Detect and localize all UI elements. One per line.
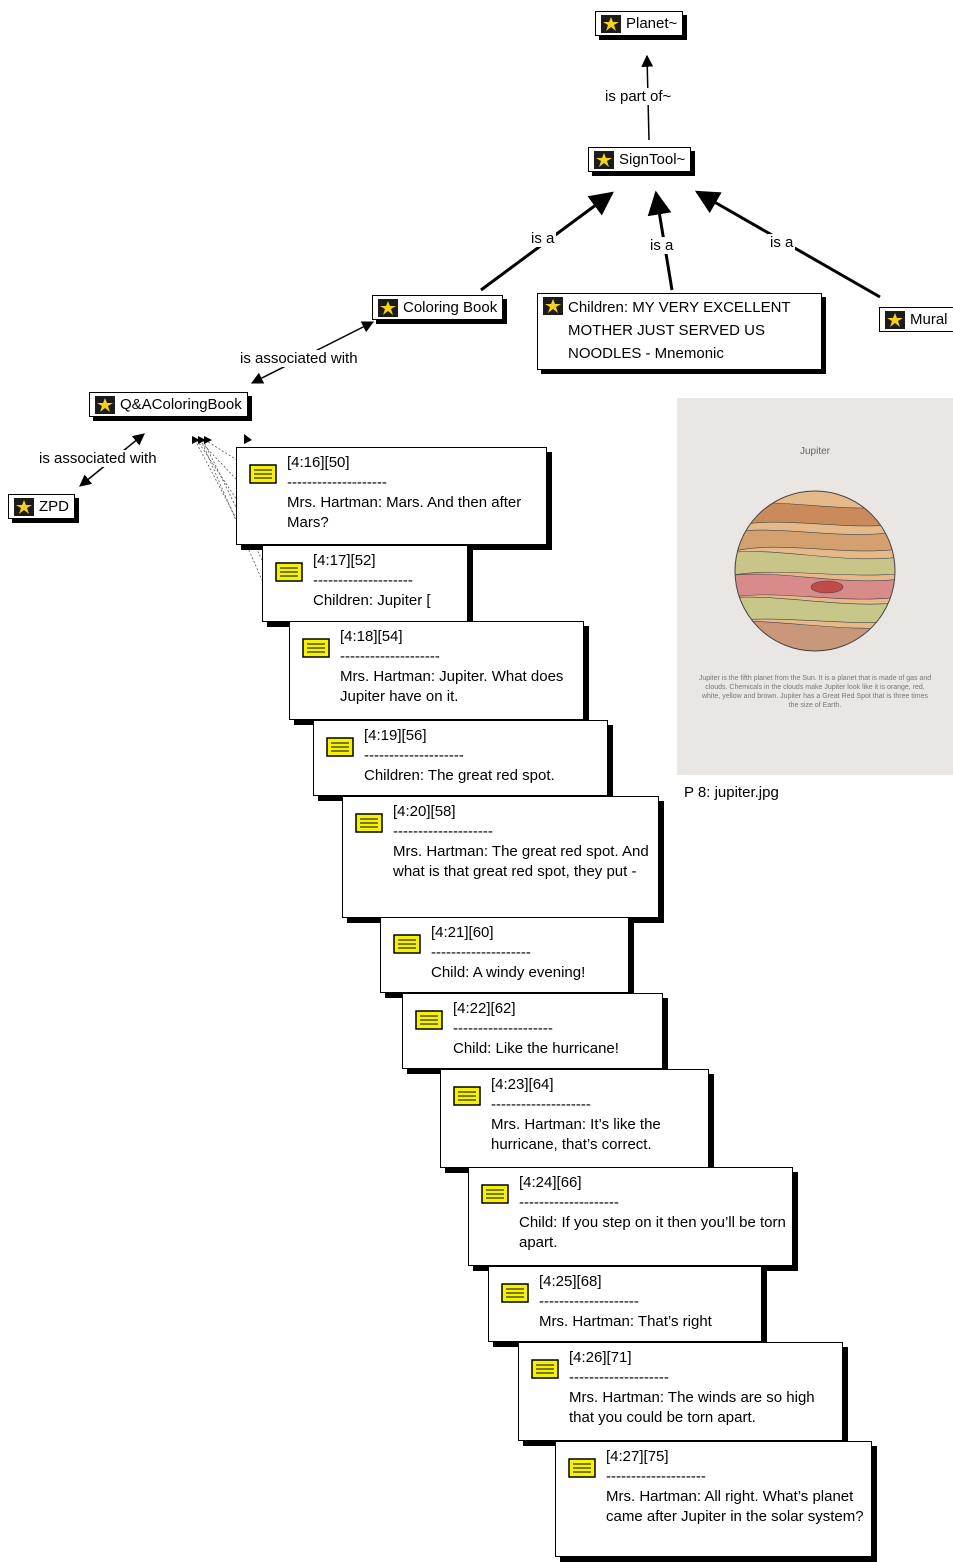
quotation-ref: [4:25][68] (539, 1273, 602, 1290)
quotation-node[interactable]: [4:18][54] -------------------- Mrs. Har… (289, 621, 584, 720)
edge-label-is-a-mural: is a (768, 234, 796, 251)
quotation-node[interactable]: [4:16][50] -------------------- Mrs. Har… (236, 447, 547, 545)
quotation-text: Mrs. Hartman: All right. What’s planet c… (606, 1488, 864, 1525)
quotation-icon (415, 1010, 443, 1030)
code-node-children-mnemonic[interactable]: Children: MY VERY EXCELLENT MOTHER JUST … (537, 293, 822, 370)
quotation-separator: -------------------- (519, 1194, 619, 1211)
quotation-text: Child: If you step on it then you’ll be … (519, 1214, 786, 1251)
quotation-text: Mrs. Hartman: The great red spot. And wh… (393, 843, 649, 880)
quotation-icon (568, 1458, 596, 1478)
quotation-node[interactable]: [4:20][58] -------------------- Mrs. Har… (342, 796, 659, 918)
quotation-separator: -------------------- (431, 944, 531, 961)
code-node-planet[interactable]: Planet~ (595, 11, 684, 36)
quotation-ref: [4:17][52] (313, 552, 376, 569)
node-label: SignTool~ (619, 151, 686, 168)
quotation-separator: -------------------- (569, 1369, 669, 1386)
quotation-node[interactable]: [4:19][56] -------------------- Children… (313, 720, 608, 796)
code-icon (378, 299, 398, 317)
edge-label-is-a-children: is a (648, 237, 676, 254)
quotation-ref: [4:24][66] (519, 1174, 582, 1191)
quotation-separator: -------------------- (491, 1096, 591, 1113)
node-label: Coloring Book (403, 299, 498, 316)
code-icon (885, 311, 905, 329)
quotation-icon (326, 737, 354, 757)
quotation-node[interactable]: [4:27][75] -------------------- Mrs. Har… (555, 1441, 872, 1557)
quotation-icon (453, 1086, 481, 1106)
node-label: ZPD (39, 498, 69, 515)
quotation-text: Mrs. Hartman: That’s right (539, 1313, 712, 1330)
quotation-text: Children: Jupiter [ (313, 592, 431, 609)
jupiter-image[interactable]: Jupiter Jupiter is the fifth planet from… (677, 398, 953, 775)
quotation-node[interactable]: [4:26][71] -------------------- Mrs. Har… (518, 1342, 843, 1441)
node-label: Q&AColoringBook (120, 396, 242, 413)
code-node-coloring-book[interactable]: Coloring Book (372, 295, 504, 320)
code-node-zpd[interactable]: ZPD (8, 494, 75, 519)
quotation-ref: [4:16][50] (287, 454, 350, 471)
quotation-text: Child: Like the hurricane! (453, 1040, 619, 1057)
code-node-mural[interactable]: Mural (879, 307, 953, 332)
quotation-text: Mrs. Hartman: It’s like the hurricane, t… (491, 1116, 661, 1153)
node-label: Children: MY VERY EXCELLENT MOTHER JUST … (568, 299, 791, 362)
quotation-text: Mrs. Hartman: Jupiter. What does Jupiter… (340, 668, 564, 705)
quotation-text: Children: The great red spot. (364, 767, 555, 784)
quotation-node[interactable]: [4:25][68] -------------------- Mrs. Har… (488, 1266, 762, 1342)
quotation-separator: -------------------- (539, 1293, 639, 1310)
quotation-ref: [4:23][64] (491, 1076, 554, 1093)
edge-label-is-associated-with-coloring: is associated with (238, 350, 360, 367)
code-icon (543, 297, 563, 315)
quotation-icon (355, 813, 383, 833)
quotation-separator: -------------------- (340, 648, 440, 665)
quotation-ref: [4:19][56] (364, 727, 427, 744)
quotation-icon (501, 1283, 529, 1303)
quotation-text: Mrs. Hartman: Mars. And then after Mars? (287, 494, 522, 531)
node-label: Planet~ (626, 15, 678, 32)
quotation-icon (302, 638, 330, 658)
quotation-icon (249, 464, 277, 484)
quotation-node[interactable]: [4:21][60] -------------------- Child: A… (380, 917, 629, 993)
quotation-separator: -------------------- (287, 474, 387, 491)
quotation-ref: [4:22][62] (453, 1000, 516, 1017)
image-body-text: Jupiter is the fifth planet from the Sun… (698, 675, 932, 709)
quotation-icon (531, 1359, 559, 1379)
quotation-separator: -------------------- (453, 1020, 553, 1037)
quotation-separator: -------------------- (606, 1468, 706, 1485)
quotation-ref: [4:26][71] (569, 1349, 632, 1366)
quotation-node[interactable]: [4:24][66] -------------------- Child: I… (468, 1167, 793, 1266)
quotation-text: Mrs. Hartman: The winds are so high that… (569, 1389, 815, 1426)
quotation-ref: [4:27][75] (606, 1448, 669, 1465)
code-node-signtool[interactable]: SignTool~ (588, 147, 692, 172)
code-node-qa-coloring-book[interactable]: Q&AColoringBook (89, 392, 248, 417)
quotation-node[interactable]: [4:22][62] -------------------- Child: L… (402, 993, 663, 1069)
quotation-node[interactable]: [4:23][64] -------------------- Mrs. Har… (440, 1069, 709, 1168)
quotation-text: Child: A windy evening! (431, 964, 586, 981)
code-icon (594, 151, 614, 169)
quotation-ref: [4:21][60] (431, 924, 494, 941)
edge-label-is-associated-with-zpd: is associated with (37, 450, 159, 467)
node-label: Mural (910, 311, 948, 328)
quotation-icon (393, 934, 421, 954)
quotation-separator: -------------------- (313, 572, 413, 589)
jupiter-coloring-page: Jupiter Jupiter is the fifth planet from… (677, 398, 953, 775)
image-caption: P 8: jupiter.jpg (684, 784, 779, 801)
edge-label-is-part-of: is part of~ (603, 88, 674, 105)
code-icon (601, 15, 621, 33)
code-icon (95, 396, 115, 414)
quotation-ref: [4:18][54] (340, 628, 403, 645)
quotation-icon (481, 1184, 509, 1204)
quotation-separator: -------------------- (364, 747, 464, 764)
code-icon (14, 498, 34, 516)
quotation-separator: -------------------- (393, 823, 493, 840)
quotation-icon (275, 562, 303, 582)
quotation-ref: [4:20][58] (393, 803, 456, 820)
image-title: Jupiter (800, 446, 831, 457)
edge-label-is-a-coloring-book: is a (529, 230, 557, 247)
quotation-node[interactable]: [4:17][52] -------------------- Children… (262, 545, 468, 622)
